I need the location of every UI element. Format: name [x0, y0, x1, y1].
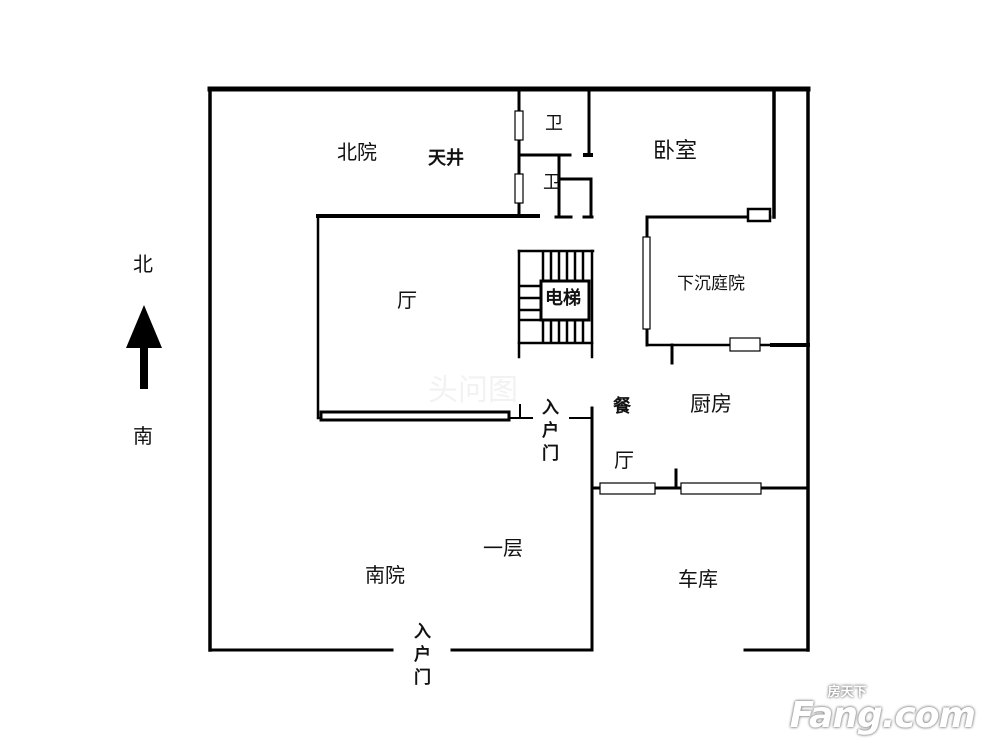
floor-level-label: 一层	[483, 536, 523, 560]
fang-com-watermark-logo: 房天下 Fang.com	[789, 685, 976, 736]
room-label-dining-1: 餐	[613, 396, 631, 417]
room-label-south-courtyard: 南院	[365, 563, 405, 587]
window	[680, 482, 762, 495]
watermark-brand: Fang.com	[789, 695, 976, 736]
window	[599, 482, 656, 495]
window	[514, 173, 524, 204]
room-label-bath-2: 卫	[543, 172, 561, 193]
room-label-garage: 车库	[678, 567, 718, 591]
compass-south-label: 南	[133, 424, 153, 448]
outer-wall	[207, 86, 811, 652]
room-label-bedroom: 卧室	[653, 139, 698, 164]
compass-north-label: 北	[133, 252, 153, 276]
label-outer-entry-door: 入户门	[410, 622, 430, 691]
window	[746, 207, 772, 223]
room-label-dining-2: 厅	[614, 448, 634, 472]
room-label-skylight: 天井	[428, 148, 464, 169]
room-label-living-room: 厅	[397, 288, 417, 312]
window	[514, 110, 524, 141]
label-inner-entry-door: 入户门	[538, 398, 558, 467]
stairs	[517, 249, 595, 359]
room-label-elevator: 电梯	[545, 288, 581, 309]
kitchen-garage-walls	[590, 406, 810, 652]
faint-watermark-text: 头问图	[428, 373, 518, 408]
window	[642, 236, 651, 330]
watermark-brand-cn: 房天下	[827, 685, 867, 700]
window	[729, 337, 761, 352]
room-label-north-courtyard: 北院	[337, 140, 377, 164]
north-arrow-icon	[126, 305, 162, 389]
bedroom-walls	[645, 87, 810, 365]
sliding-window	[319, 410, 511, 422]
room-label-sunken-courtyard: 下沉庭院	[677, 274, 745, 294]
room-label-bath-1: 卫	[545, 113, 563, 134]
elevator-shaft	[539, 279, 591, 322]
room-label-kitchen: 厨房	[690, 392, 732, 416]
bath-walls	[517, 87, 594, 219]
